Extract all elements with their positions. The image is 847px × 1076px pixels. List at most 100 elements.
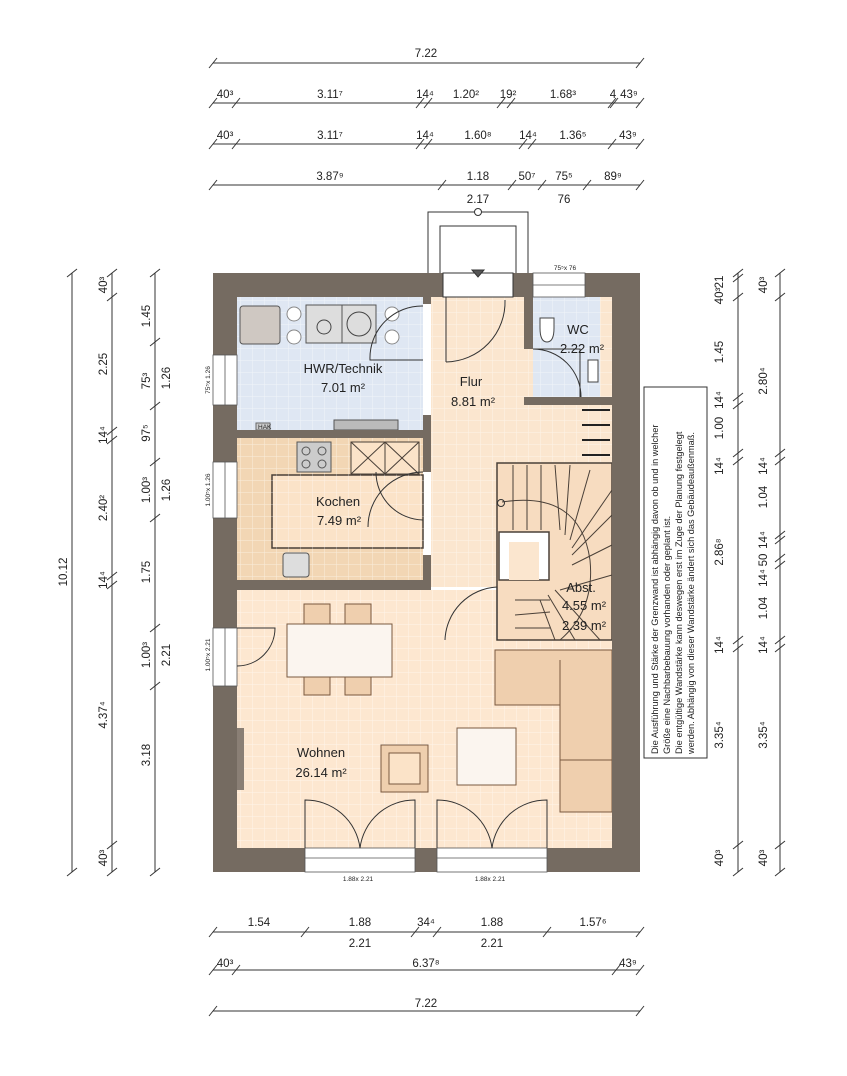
room-abst-area-2: 2.39 m² [562, 618, 607, 633]
dim-label: 75⁵ [555, 171, 573, 183]
dim-label: 1.00 [714, 417, 726, 439]
dim-label: 34⁴ [417, 917, 435, 929]
windows [212, 272, 586, 873]
dimension-tick [635, 964, 645, 976]
dim-label: 14⁴ [758, 457, 770, 475]
dim-label: 19² [500, 89, 517, 101]
dimension-tick [149, 401, 161, 411]
room-kochen-name: Kochen [316, 494, 360, 509]
entrance [427, 208, 529, 298]
dimension-tick [66, 268, 78, 278]
room-abst-area-1: 4.55 m² [562, 598, 607, 613]
dimension-tick [774, 635, 786, 645]
dimension-tick [732, 400, 744, 410]
dim-label: 1.00³ [141, 642, 153, 668]
window-left-kochen-label: 1.00⁵x 1.26 [205, 473, 212, 506]
dim-label: 89⁹ [604, 171, 622, 183]
dimension-tick [774, 643, 786, 653]
dim-label: 14⁴ [416, 89, 434, 101]
dim-label: 75³ [141, 373, 153, 390]
dimension-tick [774, 867, 786, 877]
dimension-tick [149, 623, 161, 633]
dim-label: 1.36⁵ [559, 130, 586, 142]
dimension-tick [732, 643, 744, 653]
dim-label: 14⁴ [519, 130, 537, 142]
dimension-tick [300, 926, 310, 938]
dimension-tick [732, 635, 744, 645]
dim-label: 14⁴ [758, 569, 770, 587]
dimension-tick [106, 435, 118, 445]
dim-label: 3.11⁷ [317, 89, 343, 101]
dimension-tick [410, 926, 420, 938]
dimension-tick [518, 138, 528, 150]
room-labels: HWR/Technik 7.01 m² Flur 8.81 m² WC 2.22… [295, 322, 606, 780]
dimension-tick [774, 560, 786, 570]
dimension-tick [635, 57, 645, 69]
dim-label: 6.37⁸ [412, 958, 439, 970]
dimension-tick [635, 138, 645, 150]
dimension-tick [732, 456, 744, 466]
dimension-tick [732, 392, 744, 402]
dim-label: 2.80⁴ [758, 367, 770, 394]
room-flur-area: 8.81 m² [451, 394, 496, 409]
dim-label: 1.60⁸ [464, 130, 491, 142]
dimension-tick [231, 964, 241, 976]
dimension-tick [774, 448, 786, 458]
dim-label: 1.18 [467, 171, 489, 183]
dimension-tick [231, 138, 241, 150]
dimension-tick [208, 964, 218, 976]
room-hwr-name: HWR/Technik [304, 361, 383, 376]
dryer [341, 304, 377, 344]
heating-unit [333, 419, 399, 431]
dim-label: 1.88 [349, 917, 371, 929]
dim-label: 3.87⁹ [316, 171, 343, 183]
note-line-4: werden. Abhängig von dieser Wandstärke ä… [686, 432, 696, 755]
dim-label: 3.18 [141, 744, 153, 766]
bottom-dimensions: 1.54 1.88 34⁴ 1.88 1.57⁶ 2.21 2.21 40³ 6… [217, 917, 637, 1010]
dim-label: 50 [758, 554, 770, 567]
right-dimensions: 21 40³ 1.45 14⁴ 1.00 14⁴ 2.86⁸ 14⁴ 3.35⁴… [714, 276, 770, 867]
dimension-tick [149, 513, 161, 523]
dim-label: 14⁴ [714, 391, 726, 409]
dimension-tick [66, 867, 78, 877]
dimension-tick [415, 97, 425, 109]
dim-label: 14⁴ [758, 531, 770, 549]
dim-label: 7.22 [415, 48, 437, 60]
left-dimensions: 10.12 40³ 2.25 14⁴ 2.40² 14⁴ 4.37⁴ 40³ 1… [58, 277, 173, 867]
dimension-tick [635, 179, 645, 191]
staircase [496, 462, 613, 641]
dim-label: 21 [714, 276, 726, 289]
dim-label: 1.26 [161, 479, 173, 501]
dim-label: 43⁹ [619, 130, 637, 142]
dimension-tick [149, 337, 161, 347]
dim-label: 14⁴ [416, 130, 434, 142]
dim-label: 40³ [217, 958, 234, 970]
dimension-tick [732, 292, 744, 302]
dimension-tick [106, 580, 118, 590]
dimension-tick [106, 571, 118, 581]
cooktop [296, 441, 332, 473]
dim-label: 3.35⁴ [758, 721, 770, 748]
dimension-tick [732, 448, 744, 458]
coffee-table [456, 727, 517, 786]
dining-table [286, 623, 393, 678]
dimension-tick [607, 97, 617, 109]
dimension-tick [423, 97, 433, 109]
dimension-tick [208, 57, 218, 69]
dimension-tick [149, 681, 161, 691]
dimension-tick [208, 926, 218, 938]
dim-label: 40³ [98, 850, 110, 867]
dimension-tick [774, 456, 786, 466]
note-line-1: Die Ausführung und Stärke der Grenzwand … [650, 425, 660, 754]
dim-label: 2.21 [349, 938, 371, 950]
dim-label: 10.12 [58, 558, 70, 587]
dim-label: 2.86⁸ [714, 538, 726, 565]
dimension-tick [537, 179, 547, 191]
dim-label: 1.20² [453, 89, 479, 101]
wc-toilet [539, 317, 555, 343]
room-wohnen-area: 26.14 m² [295, 765, 347, 780]
dim-label: 2.17 [467, 194, 489, 206]
window-wc-top-label: 75⁵x 76 [554, 265, 577, 272]
note-line-3: Die entgültige Wandstärke kann deswegen … [674, 431, 684, 754]
